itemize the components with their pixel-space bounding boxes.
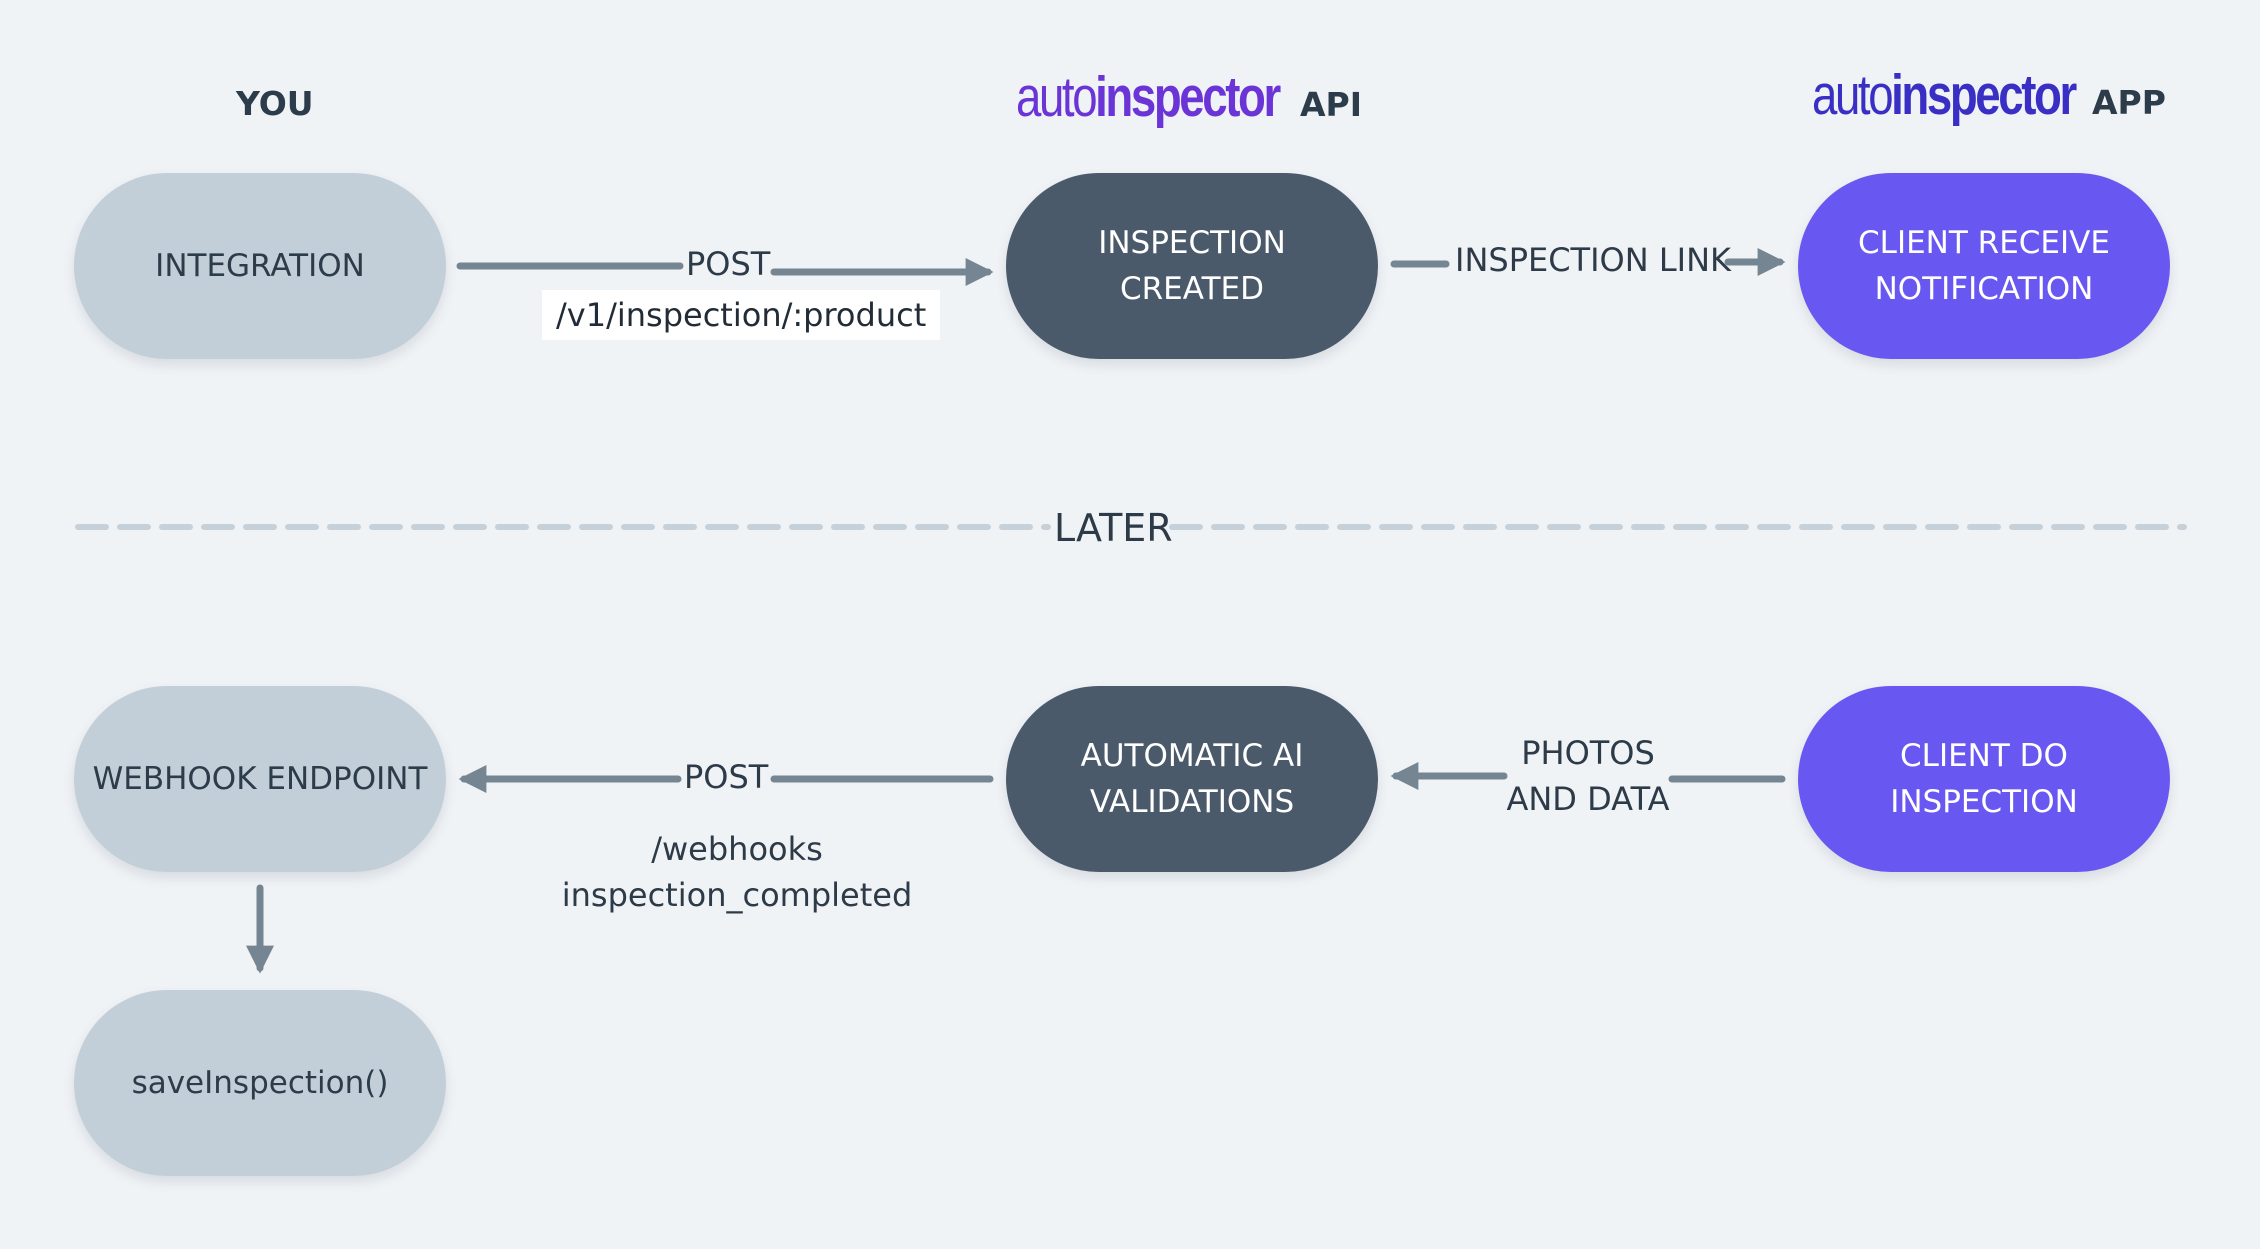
edge-label-inspection-link: INSPECTION LINK <box>1455 241 1732 279</box>
webhook-path-line1: /webhooks <box>651 830 823 868</box>
node-automatic-ai-validations: AUTOMATIC AI VALIDATIONS <box>1006 686 1378 872</box>
brand-auto-text: auto <box>1016 65 1098 129</box>
edge-label-photos-line1: PHOTOS <box>1521 734 1655 772</box>
node-save-inspection: saveInspection() <box>74 990 446 1176</box>
header-api-suffix: API <box>1300 85 1363 124</box>
node-inspection-created: INSPECTION CREATED <box>1006 173 1378 359</box>
edge-label-post-bottom: POST <box>684 758 769 796</box>
node-webhook-endpoint: WEBHOOK ENDPOINT <box>74 686 446 872</box>
edge-label-post-top: POST <box>686 245 771 283</box>
divider-label-later: LATER <box>1054 506 1173 550</box>
brand-inspector-text: inspector <box>1891 63 2077 127</box>
header-app-suffix: APP <box>2092 83 2166 122</box>
header-app: autoinspector APP <box>1812 62 2166 128</box>
node-integration: INTEGRATION <box>74 173 446 359</box>
node-client-do-inspection: CLIENT DO INSPECTION <box>1798 686 2170 872</box>
node-client-receive-notification: CLIENT RECEIVE NOTIFICATION <box>1798 173 2170 359</box>
header-api: autoinspector API <box>1016 64 1362 130</box>
brand-auto-text: auto <box>1812 63 1894 127</box>
edge-label-photos-line2: AND DATA <box>1506 780 1670 818</box>
endpoint-path-create: /v1/inspection/:product <box>542 290 941 340</box>
brand-logo-api: autoinspector <box>1016 64 1281 130</box>
header-you: YOU <box>236 84 314 123</box>
webhook-path-line2: inspection_completed <box>561 876 913 914</box>
brand-logo-app: autoinspector <box>1812 62 2077 128</box>
brand-inspector-text: inspector <box>1095 65 1281 129</box>
